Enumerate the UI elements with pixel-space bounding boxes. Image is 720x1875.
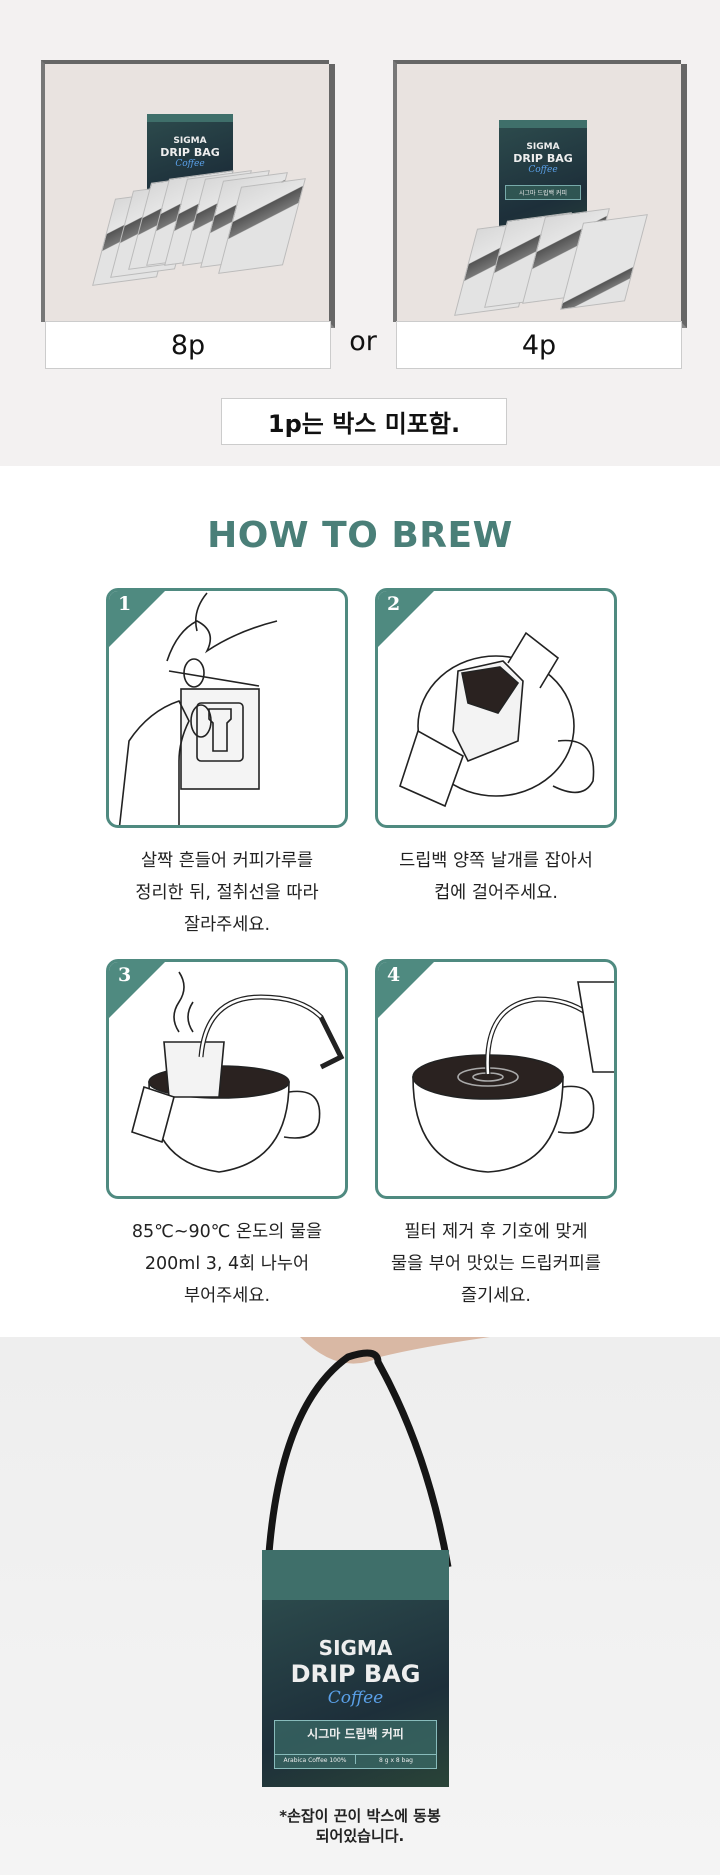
step-text-line: 컵에 걸어주세요. — [434, 883, 558, 903]
pour-water-illustration — [131, 971, 345, 1173]
box-brand: SIGMA — [173, 136, 207, 146]
hand-and-cord-image — [264, 1337, 490, 1568]
box-brand: SIGMA — [526, 142, 560, 152]
step-2-card: 2 — [375, 588, 617, 828]
step-3-card: 3 — [106, 959, 348, 1199]
step-4-card: 4 — [375, 959, 617, 1199]
box-name: DRIP BAG — [290, 1660, 421, 1688]
step-text-line: 필터 제거 후 기호에 맞게 — [404, 1222, 588, 1242]
option-label-8p: 8p — [45, 321, 331, 369]
step-number: 2 — [387, 593, 401, 615]
caption-line: 되어있습니다. — [315, 1827, 405, 1845]
step-number: 1 — [118, 593, 132, 615]
option-label-4p: 4p — [396, 321, 682, 369]
photo-4p-package: SIGMA DRIP BAG Coffee 시그마 드립백 커피 — [393, 60, 687, 328]
step-4-description: 필터 제거 후 기호에 맞게 물을 부어 맛있는 드립커피를 즐기세요. — [366, 1216, 626, 1312]
handle-box-photo: SIGMA DRIP BAG Coffee 시그마 드립백 커피 Arabica… — [0, 1337, 720, 1875]
box-name: DRIP BAG — [513, 152, 573, 165]
step-text-line: 잘라주세요. — [183, 915, 271, 935]
step-1-card: 1 — [106, 588, 348, 828]
box-script: Coffee — [528, 165, 558, 175]
step-text-line: 드립백 양쪽 날개를 잡아서 — [399, 851, 593, 871]
step-number-corner — [378, 591, 434, 647]
tear-bag-illustration — [118, 592, 278, 825]
product-box-with-handle: SIGMA DRIP BAG Coffee 시그마 드립백 커피 Arabica… — [262, 1550, 449, 1787]
box-label-panel: 시그마 드립백 커피 Arabica Coffee 100% 8 g x 8 b… — [274, 1720, 437, 1769]
box-quantity: 8 g x 8 bag — [355, 1755, 436, 1764]
box-korean-name: 시그마 드립백 커피 — [307, 1727, 404, 1741]
box-origin: Arabica Coffee 100% — [283, 1757, 347, 1764]
how-to-brew-title: HOW TO BREW — [207, 515, 513, 556]
step-number-corner — [109, 591, 165, 647]
step-number-corner — [378, 962, 434, 1018]
box-excluded-note: 1p는 박스 미포함. — [221, 398, 507, 445]
box-script: Coffee — [327, 1688, 384, 1708]
photo-8p-package: SIGMA DRIP BAG Coffee — [41, 60, 335, 328]
box-korean-name: 시그마 드립백 커피 — [505, 185, 581, 200]
hang-bag-on-cup-illustration — [399, 631, 595, 808]
step-number: 4 — [387, 964, 401, 986]
step-text-line: 살짝 흔들어 커피가루를 — [140, 851, 314, 871]
step-number: 3 — [118, 964, 132, 986]
box-name: DRIP BAG — [160, 146, 220, 159]
step-text-line: 85℃~90℃ 온도의 물을 — [131, 1222, 323, 1242]
caption-line: *손잡이 끈이 박스에 동봉 — [279, 1807, 441, 1825]
step-number-corner — [109, 962, 165, 1018]
box-brand: SIGMA — [318, 1636, 393, 1660]
package-options-section: SIGMA DRIP BAG Coffee SIGMA DRIP BAG Cof… — [0, 0, 720, 466]
step-text-line: 물을 부어 맛있는 드립커피를 — [391, 1254, 601, 1274]
step-text-line: 부어주세요. — [183, 1286, 271, 1306]
step-text-line: 즐기세요. — [461, 1286, 531, 1306]
step-text-line: 200ml 3, 4회 나누어 — [144, 1254, 310, 1274]
step-text-line: 정리한 뒤, 절취선을 따라 — [135, 883, 319, 903]
step-1-description: 살짝 흔들어 커피가루를 정리한 뒤, 절취선을 따라 잘라주세요. — [97, 845, 357, 941]
or-separator: or — [349, 326, 377, 357]
step-3-description: 85℃~90℃ 온도의 물을 200ml 3, 4회 나누어 부어주세요. — [97, 1216, 357, 1312]
step-2-description: 드립백 양쪽 날개를 잡아서 컵에 걸어주세요. — [366, 845, 626, 909]
handle-caption: *손잡이 끈이 박스에 동봉 되어있습니다. — [200, 1806, 520, 1846]
box-script: Coffee — [175, 159, 205, 169]
enjoy-coffee-illustration — [412, 981, 614, 1173]
